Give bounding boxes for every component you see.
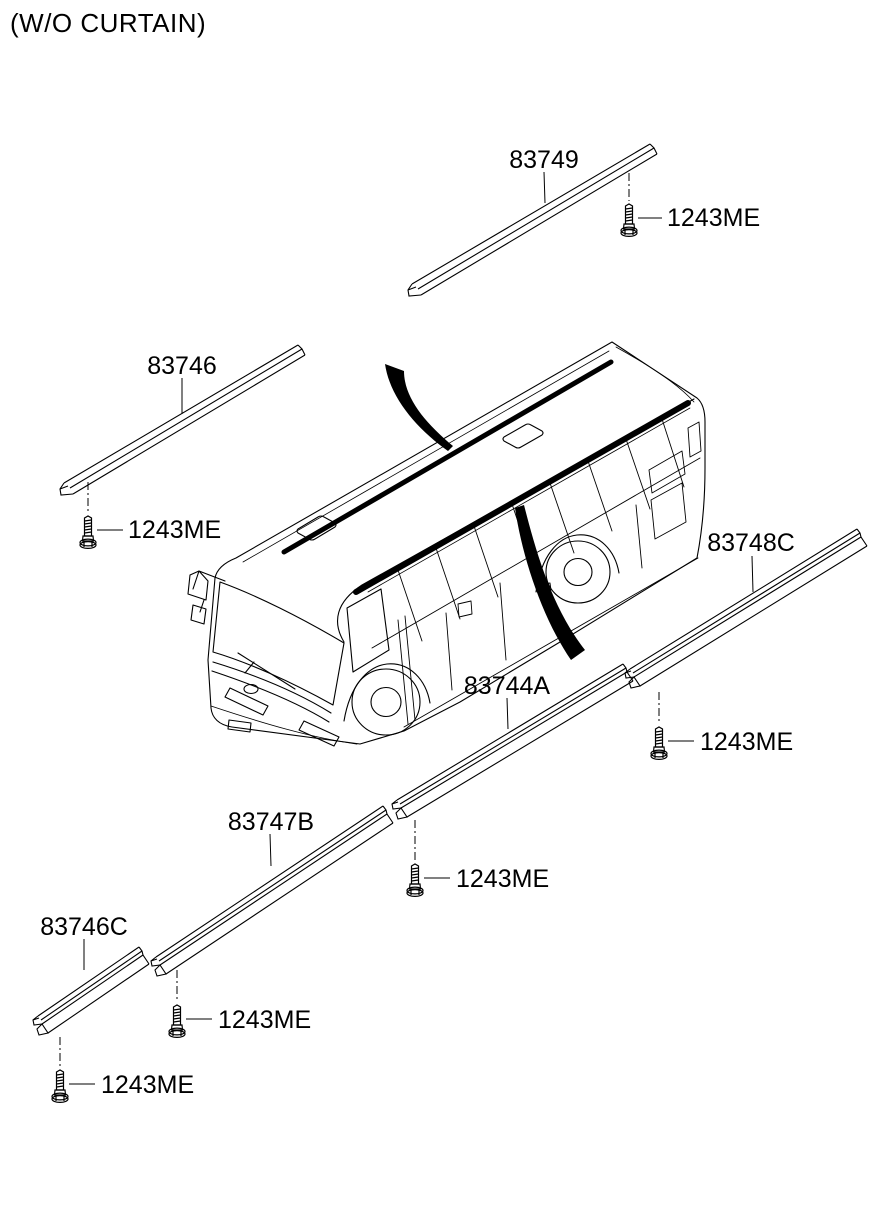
screw-icon: [168, 1004, 186, 1039]
fastener-label: 1243ME: [128, 516, 221, 544]
leader-line: [543, 171, 546, 204]
part-strip-83747B: [150, 805, 394, 977]
bus-body-outline: [207, 341, 706, 745]
side-molding-strip: [353, 400, 691, 595]
front-badge: [243, 683, 259, 695]
part-number-label-83746[interactable]: 83746: [147, 352, 217, 380]
screw-icon: [406, 863, 424, 898]
headlamp-left: [224, 687, 269, 716]
roof-hatch-front: [296, 515, 337, 541]
leader-line: [506, 697, 509, 730]
front-wheel: [351, 668, 421, 736]
molding-callout-swoosh-roof: [385, 364, 453, 451]
fuel-door: [457, 600, 473, 618]
rear-wheel: [545, 540, 611, 604]
screw-icon: [650, 726, 668, 761]
screw-icon: [620, 203, 638, 237]
fastener-label: 1243ME: [101, 1071, 194, 1099]
part-number-label-83748C[interactable]: 83748C: [707, 529, 795, 557]
bus-illustration: [187, 341, 706, 747]
rear-wheel-arch: [535, 534, 620, 593]
headlamp-right: [298, 720, 340, 747]
molding-callout-swoosh-side: [515, 505, 585, 660]
rear-vents: [648, 421, 702, 540]
license-plate: [227, 719, 252, 733]
part-strip-83746C: [32, 946, 150, 1036]
part-strip-83744A: [391, 663, 634, 820]
screw-icon: [51, 1069, 69, 1104]
leader-line: [751, 555, 754, 593]
side-mirror: [187, 570, 226, 625]
part-strip-83749: [407, 143, 658, 297]
bus-windshield: [212, 581, 345, 706]
fastener-label: 1243ME: [218, 1006, 311, 1034]
windshield-wiper: [237, 652, 296, 690]
fastener-label: 1243ME: [456, 865, 549, 893]
driver-window: [346, 588, 390, 673]
part-strip-83746: [59, 344, 306, 496]
leader-line: [269, 833, 272, 867]
fastener-label: 1243ME: [667, 204, 760, 232]
part-number-label-83744A[interactable]: 83744A: [464, 672, 551, 700]
screw-icon: [79, 515, 97, 550]
fastener-label: 1243ME: [700, 728, 793, 756]
roof-hatch-mid: [502, 423, 544, 449]
front-wheel-arch: [343, 663, 431, 722]
roof-drip-molding-strip: [281, 359, 614, 555]
part-number-label-83749[interactable]: 83749: [509, 146, 579, 174]
part-number-label-83746C[interactable]: 83746C: [40, 913, 128, 941]
page-title: (W/O CURTAIN): [10, 8, 207, 38]
part-number-label-83747B[interactable]: 83747B: [228, 808, 314, 836]
